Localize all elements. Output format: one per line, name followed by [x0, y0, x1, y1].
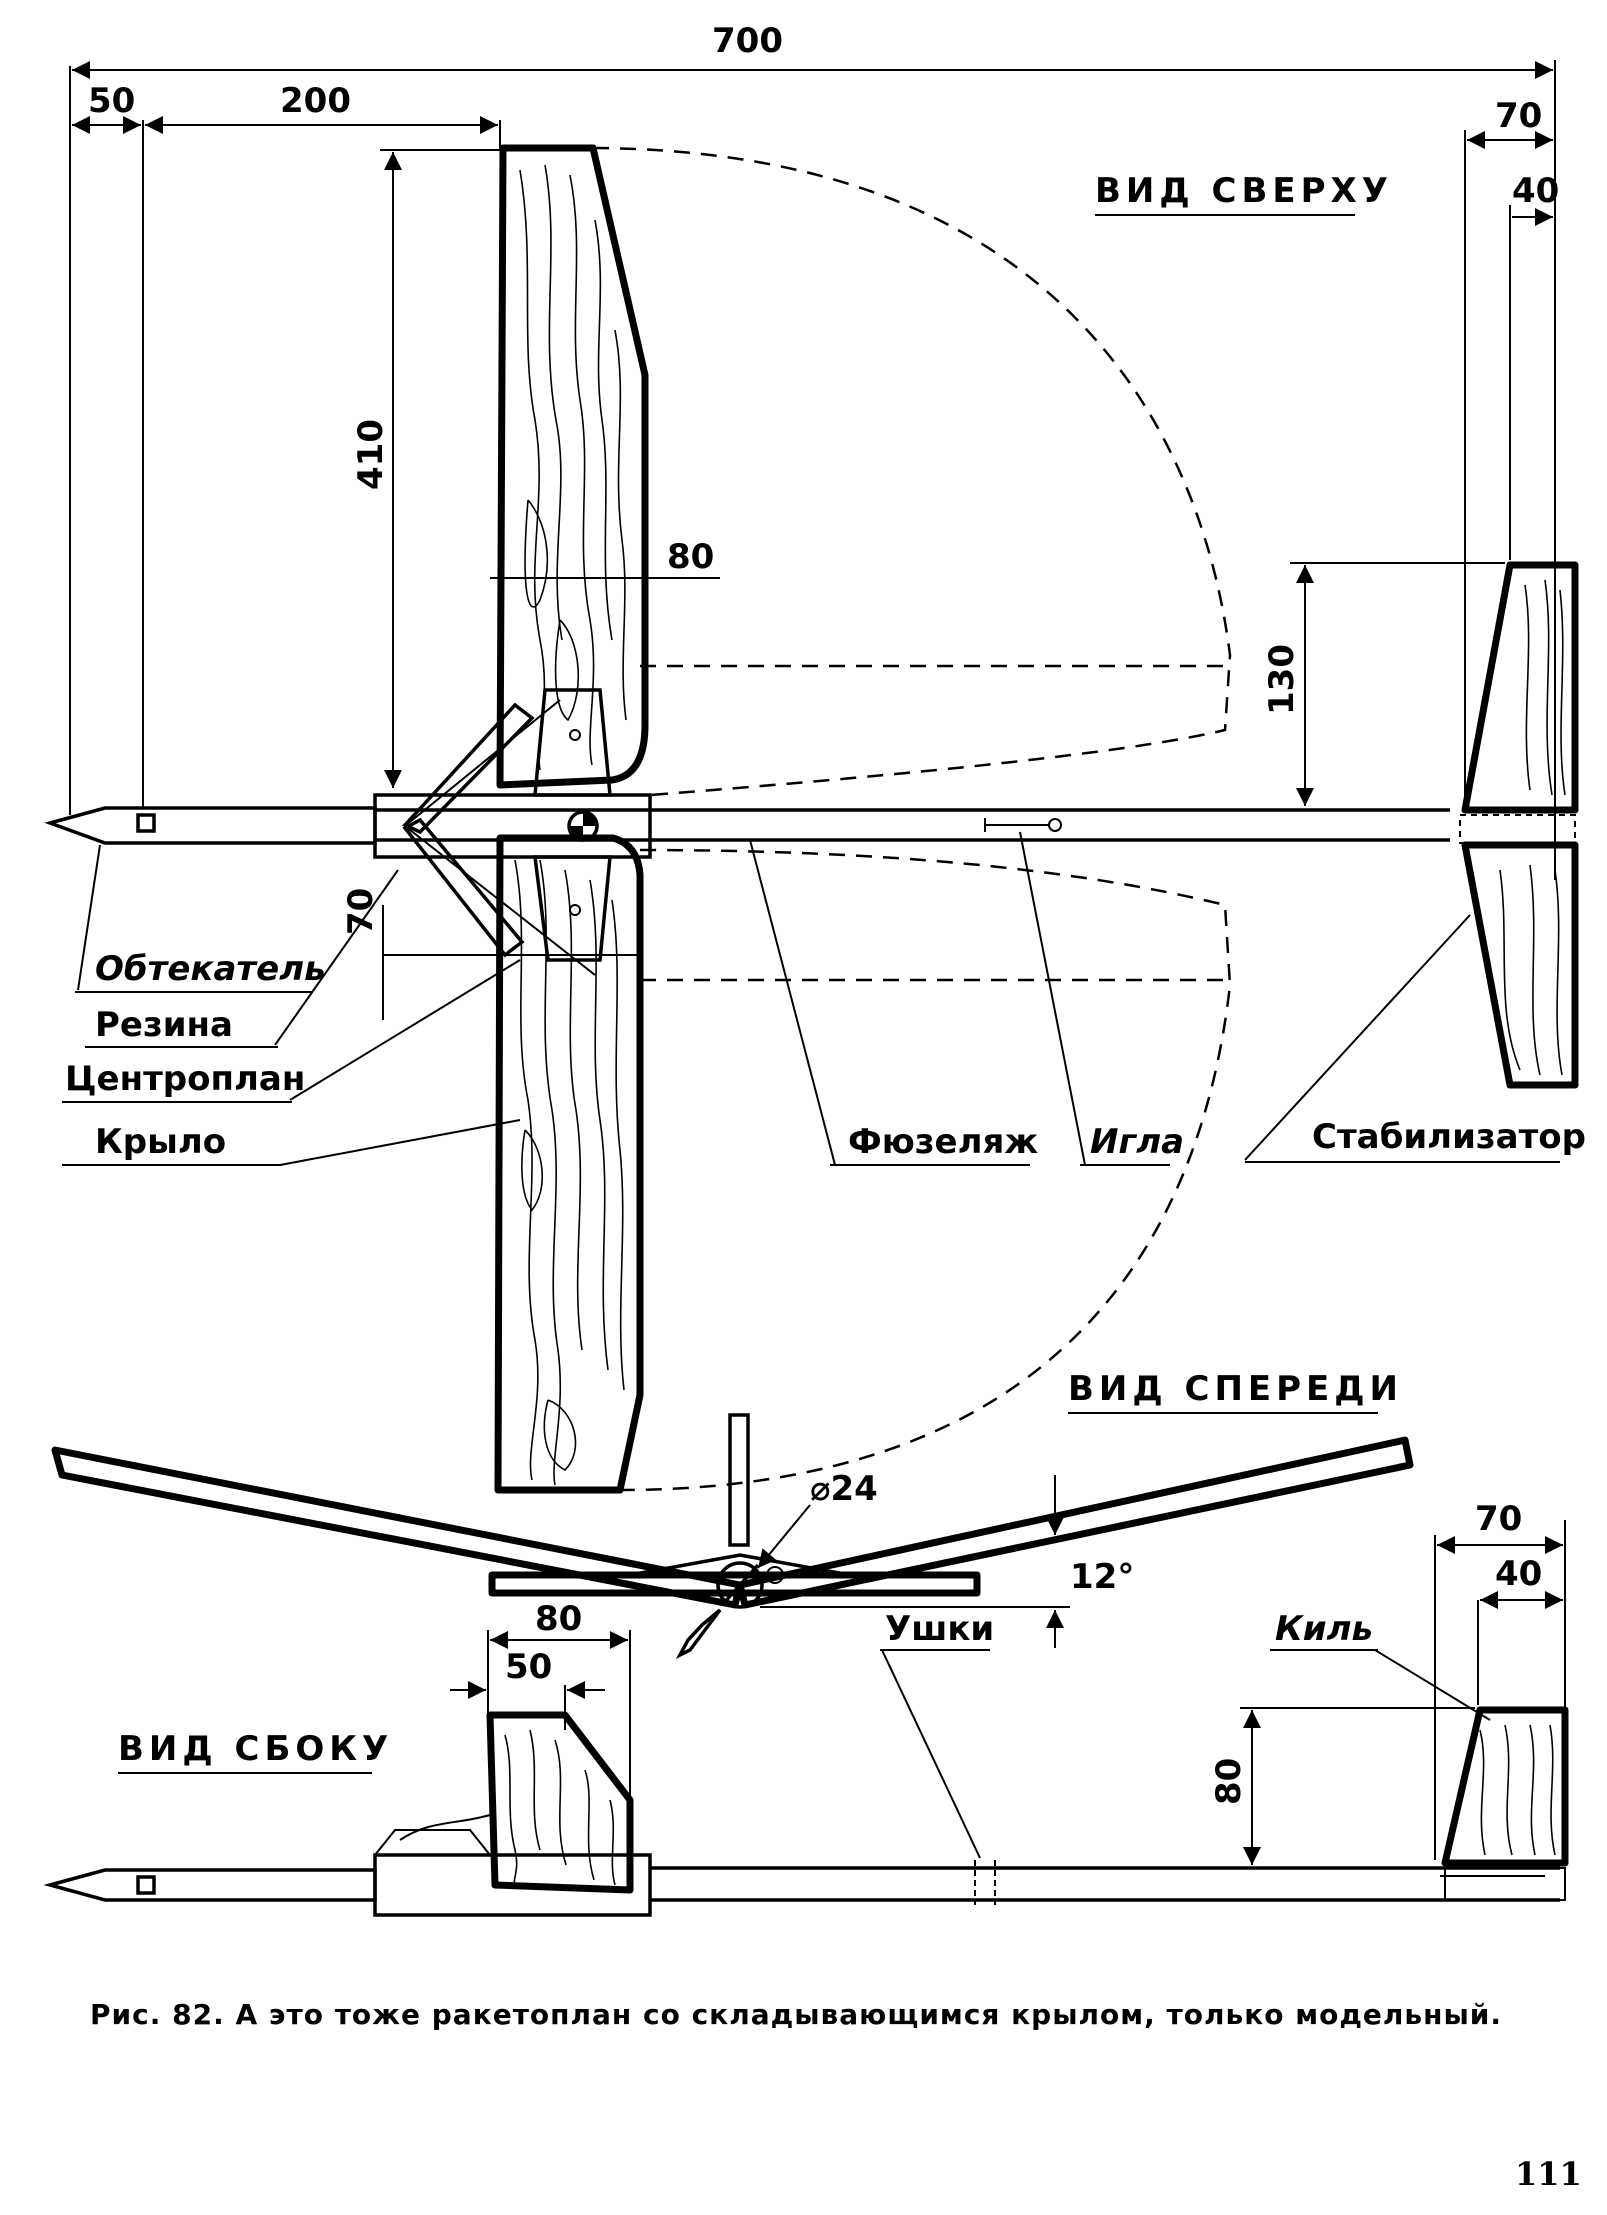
leader-wing	[279, 1119, 521, 1166]
upper-wing-hinge	[533, 688, 612, 797]
dim-dihedral: 12°	[1070, 1557, 1134, 1597]
leader-needle	[1019, 831, 1086, 1166]
side-fin-grain	[1479, 1724, 1556, 1856]
upper-wing	[496, 144, 649, 789]
dim-line-fuselage-diameter	[757, 1504, 811, 1569]
leader-fuselage	[749, 839, 836, 1166]
dim-nose-to-wing: 200	[280, 81, 351, 121]
dim-stab-root: 70	[1495, 96, 1542, 136]
unfolded-wing-outline-lower	[619, 848, 1232, 1492]
dim-stab-tip: 40	[1512, 171, 1559, 211]
figure-caption: Рис. 82. А это тоже ракетоплан со склады…	[90, 1998, 1502, 2031]
upper-strut	[402, 702, 535, 835]
label-stabilizer: Стабилизатор	[1312, 1117, 1586, 1157]
leader-center-section	[289, 959, 521, 1101]
stabilizer-grain	[1499, 579, 1566, 1076]
side-view: ВИД СБОКУ 80 50 Ушки	[43, 1499, 1569, 1917]
label-center-section: Центроплан	[65, 1059, 305, 1099]
page-number: 111	[1515, 2155, 1582, 2193]
dim-overall-length: 700	[712, 21, 783, 61]
dim-half-span: 410	[351, 419, 391, 490]
leader-fairing	[77, 844, 101, 991]
pivot-pin-mark	[569, 812, 597, 840]
leader-rubber	[274, 869, 399, 1046]
side-rubber-mount	[374, 1829, 491, 1856]
side-wing-grain	[504, 1729, 616, 1886]
side-fin	[1441, 1706, 1569, 1867]
rubber-band-upper	[404, 699, 561, 827]
label-fuselage: Фюзеляж	[848, 1122, 1038, 1162]
leader-lugs	[881, 1649, 981, 1859]
stabilizer-lower	[1461, 841, 1579, 1089]
side-rubber	[399, 1814, 491, 1841]
dim-side-root: 80	[535, 1599, 582, 1639]
label-fin: Киль	[1275, 1609, 1373, 1649]
stabilizer-slot	[1459, 814, 1576, 844]
front-left-wing	[51, 1446, 744, 1609]
leader-stabilizer	[1244, 914, 1471, 1161]
rubber-band-lower	[404, 825, 596, 976]
front-view-title: ВИД СПЕРЕДИ	[1068, 1369, 1403, 1409]
side-fuselage-nose	[43, 1868, 377, 1902]
dim-wing-chord: 80	[667, 537, 714, 577]
label-lugs: Ушки	[885, 1609, 994, 1649]
front-center-section	[629, 1553, 851, 1577]
fuselage-nose	[44, 806, 377, 845]
front-fuselage-axis	[720, 1563, 760, 1607]
label-rubber: Резина	[95, 1005, 233, 1045]
dim-nose: 50	[88, 81, 135, 121]
label-fairing: Обтекатель	[95, 949, 326, 989]
dim-stab-half-span: 130	[1262, 644, 1302, 715]
dim-fin-height: 80	[1209, 1758, 1249, 1805]
hinge-rivet-upper	[569, 729, 581, 741]
label-wing: Крыло	[95, 1122, 226, 1162]
dim-fin-tip: 40	[1495, 1554, 1542, 1594]
dim-fuselage-diameter: ⌀24	[810, 1469, 878, 1509]
lower-wing	[494, 834, 644, 1494]
front-fin	[728, 1413, 750, 1547]
front-rubber-hook	[675, 1608, 722, 1660]
dim-fin-root: 70	[1475, 1499, 1522, 1539]
dim-wing-offset: 70	[341, 888, 381, 935]
dim-side-tip: 50	[505, 1647, 552, 1687]
unfolded-wing-outline-upper	[592, 146, 1232, 797]
top-view: ВИД СВЕРХУ 700 50 200 410 80 70	[44, 21, 1586, 1494]
upper-wing-grain	[519, 164, 627, 771]
needle-eye	[1048, 818, 1062, 832]
leader-fin	[1374, 1649, 1491, 1721]
lower-strut	[402, 817, 525, 958]
top-view-title: ВИД СВЕРХУ	[1095, 171, 1393, 211]
fairing-socket	[136, 813, 156, 833]
lower-wing-grain	[514, 859, 625, 1486]
hinge-rivet-lower	[569, 904, 581, 916]
side-view-title: ВИД СБОКУ	[118, 1729, 393, 1769]
front-fuselage	[716, 1561, 764, 1609]
side-stabilizer-slot	[1444, 1867, 1566, 1901]
label-needle: Игла	[1090, 1122, 1184, 1162]
lower-wing-hinge	[533, 855, 612, 962]
front-view: ВИД СПЕРЕДИ ⌀24 12°	[51, 1369, 1414, 1660]
side-fairing-socket	[136, 1875, 156, 1895]
side-center-section	[373, 1853, 652, 1917]
center-section-block	[373, 793, 652, 859]
stabilizer-upper	[1461, 561, 1579, 814]
